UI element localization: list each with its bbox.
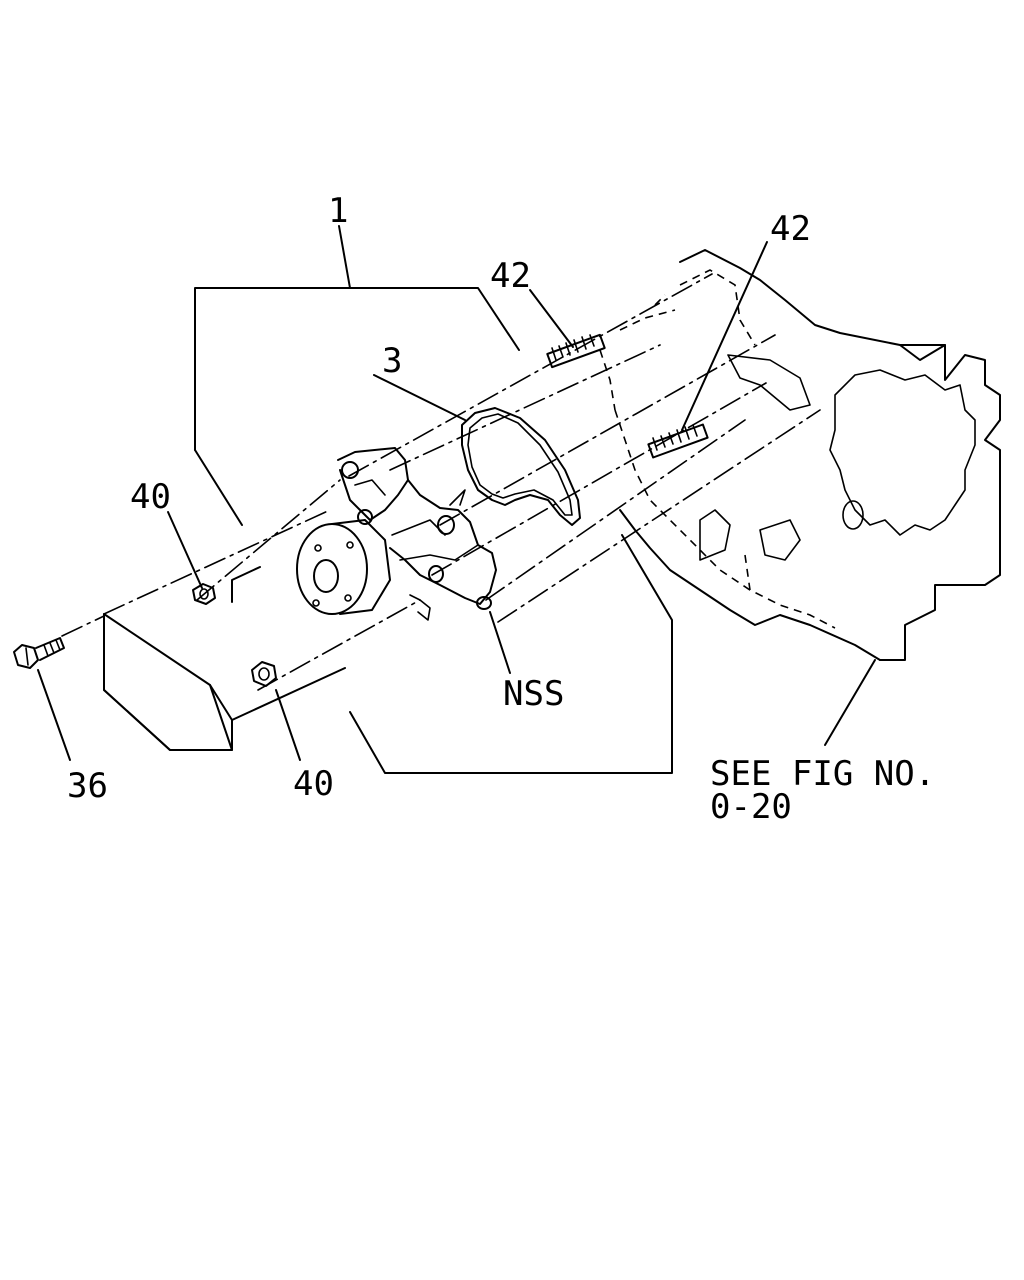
- nut-lower: [251, 661, 277, 687]
- label-part-40-lower: 40: [293, 764, 334, 804]
- label-see-fig-line2: 0-20: [710, 787, 792, 827]
- label-part-40-upper: 40: [130, 477, 171, 517]
- engine-block: [599, 249, 1001, 661]
- label-part-36: 36: [67, 766, 108, 806]
- labels: 1 3 42 42 40 40 36 NSS SEE FIG NO. 0-20: [67, 191, 935, 827]
- stud-upper: [546, 333, 606, 369]
- label-part-42-left: 42: [490, 256, 531, 296]
- nut-upper: [192, 583, 216, 605]
- bolt: [13, 637, 65, 669]
- alignment-lines: [61, 273, 821, 691]
- label-part-42-right: 42: [770, 209, 811, 249]
- label-nss: NSS: [503, 674, 564, 714]
- leader-lines: [37, 241, 876, 761]
- label-see-fig-line1: SEE FIG NO.: [710, 754, 935, 794]
- part-1-bracket: [194, 225, 673, 774]
- cover-box: [103, 566, 346, 751]
- label-part-1: 1: [328, 191, 348, 231]
- gasket: [461, 407, 581, 526]
- label-part-3: 3: [382, 341, 402, 381]
- water-pump: [296, 447, 497, 621]
- stud-lower: [647, 423, 709, 459]
